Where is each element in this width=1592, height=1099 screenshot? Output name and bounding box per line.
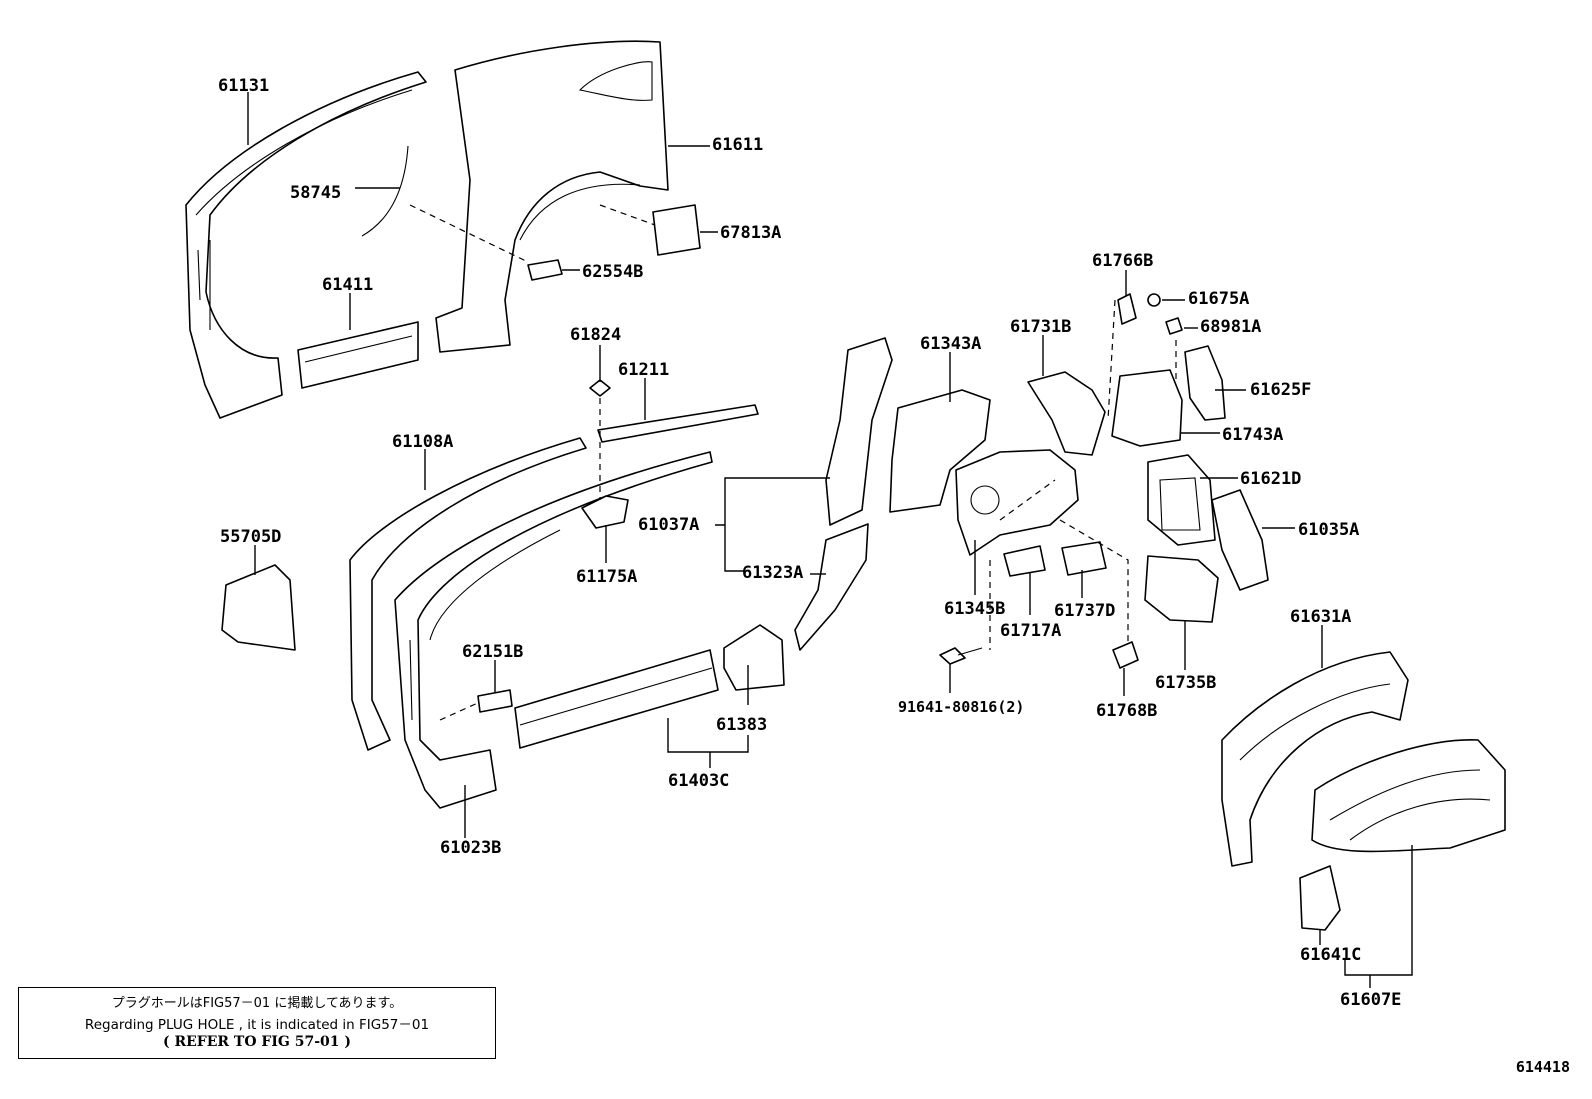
label-61035A: 61035A xyxy=(1298,520,1359,540)
label-61131: 61131 xyxy=(218,76,269,96)
label-61411: 61411 xyxy=(322,275,373,295)
label-61323A: 61323A xyxy=(742,563,803,583)
label-58745: 58745 xyxy=(290,183,341,203)
label-61108A: 61108A xyxy=(392,432,453,452)
part-61731B-panel xyxy=(1027,371,1106,456)
label-61631A: 61631A xyxy=(1290,607,1351,627)
part-61768B-clip xyxy=(1112,641,1139,669)
label-68981A: 68981A xyxy=(1200,317,1261,337)
label-61625F: 61625F xyxy=(1250,380,1311,400)
label-61607E: 61607E xyxy=(1340,990,1401,1010)
label-61743A: 61743A xyxy=(1222,425,1283,445)
part-61037A-pillar xyxy=(794,337,893,651)
note-refer-text: ( REFER TO FIG 57-01 ) xyxy=(162,1034,351,1050)
part-labels: 61131 61611 58745 67813A 62554B 61411 61… xyxy=(218,76,1401,1010)
label-61343A: 61343A xyxy=(920,334,981,354)
part-55705D-bracket xyxy=(221,564,296,651)
label-61735B: 61735B xyxy=(1155,673,1216,693)
leader-lines xyxy=(247,92,1413,988)
dashed-leaders xyxy=(409,204,1177,721)
label-61037A: 61037A xyxy=(638,515,699,535)
label-61621D: 61621D xyxy=(1240,469,1301,489)
label-61824: 61824 xyxy=(570,325,621,345)
label-61675A: 61675A xyxy=(1188,289,1249,309)
label-61641C: 61641C xyxy=(1300,945,1361,965)
label-61403C: 61403C xyxy=(668,771,729,791)
part-61411-rocker xyxy=(297,321,419,389)
label-62554B: 62554B xyxy=(582,262,643,282)
figure-number: 614418 xyxy=(1515,1058,1570,1076)
part-61743A-panel xyxy=(1111,369,1183,447)
part-61766B-bracket xyxy=(1117,293,1137,325)
part-61345B-wheelhouse xyxy=(955,449,1079,556)
part-61403C-sill xyxy=(514,624,785,749)
label-61717A: 61717A xyxy=(1000,621,1061,641)
part-68981A-clip xyxy=(1165,317,1183,335)
part-61343A-panel xyxy=(889,389,991,513)
label-61737D: 61737D xyxy=(1054,601,1115,621)
label-61768B: 61768B xyxy=(1096,701,1157,721)
label-61211: 61211 xyxy=(618,360,669,380)
label-67813A: 67813A xyxy=(720,223,781,243)
part-62554B-block xyxy=(527,259,563,281)
part-61735B-panel xyxy=(1144,555,1219,623)
label-61383: 61383 xyxy=(716,715,767,735)
label-61023B: 61023B xyxy=(440,838,501,858)
part-61675A-nut xyxy=(1147,293,1161,307)
part-61824-plug xyxy=(589,379,611,397)
part-61211-roof-rail xyxy=(597,404,759,443)
label-61766B: 61766B xyxy=(1092,251,1153,271)
part-61625F-bracket xyxy=(1184,345,1226,421)
label-61345B: 61345B xyxy=(944,599,1005,619)
part-61631A-wheelhouse-outer xyxy=(1221,651,1409,867)
label-62151B: 62151B xyxy=(462,642,523,662)
part-91641-bolt xyxy=(939,647,983,665)
part-58745-seal xyxy=(361,145,409,237)
part-61641C-wheelhouse-inner xyxy=(1299,739,1506,931)
part-61175A-bracket xyxy=(581,495,629,529)
label-61175A: 61175A xyxy=(576,567,637,587)
label-91641-80816: 91641-80816(2) xyxy=(898,698,1024,716)
part-61035A-panel xyxy=(1211,489,1269,591)
part-67813A-pad xyxy=(652,204,701,256)
part-61621D-panel xyxy=(1147,454,1216,546)
plug-hole-note: プラグホールはFIG57－01 に掲載してあります。 Regarding PLU… xyxy=(18,987,496,1059)
label-61611: 61611 xyxy=(712,135,763,155)
note-japanese-text: プラグホールはFIG57－01 に掲載してあります。 xyxy=(111,996,403,1011)
part-62151B-block xyxy=(477,689,513,713)
part-61131-outer-panel xyxy=(185,71,427,419)
part-61611-quarter-panel xyxy=(435,40,669,353)
note-english-text: Regarding PLUG HOLE , it is indicated in… xyxy=(84,1017,430,1033)
part-61108A-side-outer xyxy=(349,437,713,809)
label-55705D: 55705D xyxy=(220,527,281,547)
part-61717A-bracket xyxy=(1003,541,1107,577)
label-61731B: 61731B xyxy=(1010,317,1071,337)
